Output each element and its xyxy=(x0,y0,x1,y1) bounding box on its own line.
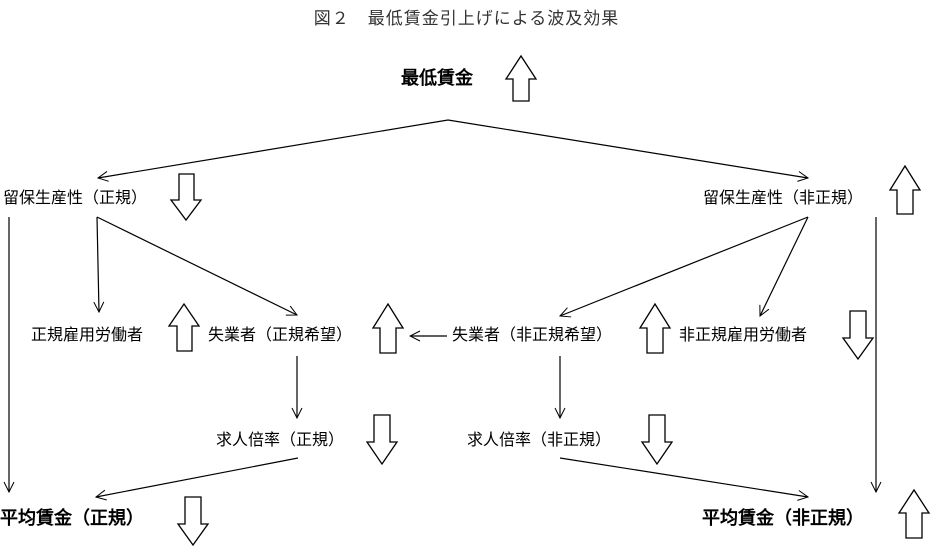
node-min-wage: 最低賃金 xyxy=(401,68,473,89)
up-arrow-icon-min-wage xyxy=(504,54,538,102)
node-unemployed-nonregular: 失業者（非正規希望） xyxy=(452,325,613,344)
edge-min-wage-to-reserve-nonregular xyxy=(447,119,808,178)
up-arrow-icon-unemployed-nonregular xyxy=(638,302,672,354)
node-avg-wage-nonregular: 平均賃金（非正規） xyxy=(702,508,864,529)
edge-reserve-nonregular-to-nonregular-employed xyxy=(760,216,809,316)
edge-job-ratio-regular-to-avg-wage-regular xyxy=(96,457,299,497)
up-arrow-icon-unemployed-regular xyxy=(371,302,405,354)
up-arrow-icon-reserve-nonregular xyxy=(888,164,922,215)
edge-reserve-nonregular-to-unemployed-nonregular xyxy=(560,216,809,316)
node-nonregular-employed: 非正規雇用労働者 xyxy=(679,325,808,344)
edge-reserve-regular-to-unemployed-regular xyxy=(96,216,297,315)
down-arrow-icon-reserve-regular xyxy=(169,173,203,222)
node-unemployed-regular: 失業者（正規希望） xyxy=(208,325,353,344)
down-arrow-icon-job-ratio-regular xyxy=(365,414,399,466)
up-arrow-icon-regular-employed xyxy=(167,302,201,352)
node-reserve-prod-regular: 留保生産性（正規） xyxy=(3,188,148,207)
node-reserve-prod-nonregular: 留保生産性（非正規） xyxy=(703,188,864,207)
down-arrow-icon-job-ratio-nonregular xyxy=(640,414,674,466)
edge-job-ratio-nonregular-to-avg-wage-nonregular xyxy=(559,457,808,497)
up-arrow-icon-avg-wage-nonregular xyxy=(897,488,931,539)
node-regular-employed: 正規雇用労働者 xyxy=(31,325,144,344)
down-arrow-icon-avg-wage-regular xyxy=(176,496,210,547)
edge-reserve-regular-to-regular-employed xyxy=(97,216,99,312)
node-avg-wage-regular: 平均賃金（正規） xyxy=(0,508,144,529)
down-arrow-icon-nonregular-employed xyxy=(841,310,875,361)
node-job-ratio-regular: 求人倍率（正規） xyxy=(216,430,345,449)
edge-min-wage-to-reserve-regular xyxy=(98,119,449,178)
node-job-ratio-nonregular: 求人倍率（非正規） xyxy=(467,430,612,449)
figure-title: 図２ 最低賃金引上げによる波及効果 xyxy=(313,9,620,29)
